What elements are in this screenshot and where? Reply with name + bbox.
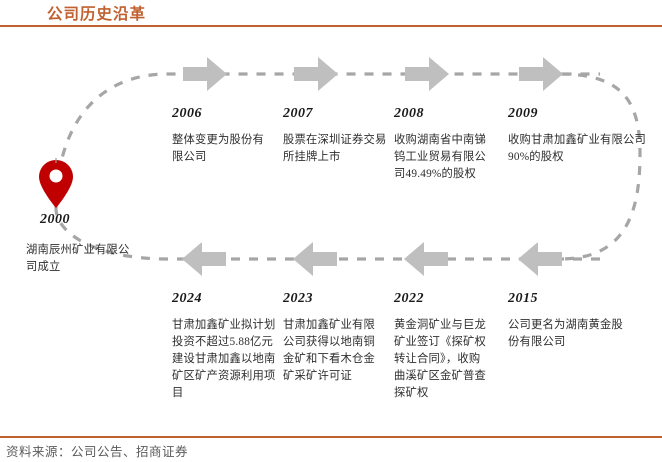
milestone-2007: 2007 股票在深圳证券交易所挂牌上市 <box>283 106 403 166</box>
milestone-year: 2022 <box>394 291 424 306</box>
milestone-2023: 2023 甘肃加鑫矿业有限公司获得以地南铜金矿和下看木仓金矿采矿许可证 <box>283 291 403 385</box>
arrow-right-icon <box>183 56 227 92</box>
milestone-year: 2009 <box>508 106 538 121</box>
arrow-right-icon <box>294 56 338 92</box>
milestone-2009: 2009 收购甘肃加鑫矿业有限公司90%的股权 <box>508 106 658 166</box>
arrow-right-icon <box>519 56 563 92</box>
milestone-description: 湖南辰州矿业有限公司成立 <box>26 244 130 273</box>
page-title: 公司历史沿革 <box>47 6 147 23</box>
milestone-year: 2015 <box>508 291 538 306</box>
map-pin-icon <box>36 158 76 210</box>
arrow-right-icon <box>405 56 449 92</box>
source-note: 资料来源：公司公告、招商证券 <box>6 445 189 459</box>
milestone-description: 收购甘肃加鑫矿业有限公司90%的股权 <box>508 134 646 163</box>
milestone-year: 2023 <box>283 291 313 306</box>
milestone-year: 2008 <box>394 106 424 121</box>
header: 公司历史沿革 <box>0 0 662 34</box>
milestone-description: 收购湖南省中南锑钨工业贸易有限公司49.49%的股权 <box>394 134 486 180</box>
milestone-description: 甘肃加鑫矿业拟计划投资不超过5.88亿元建设甘肃加鑫以地南矿区矿产资源利用项目 <box>172 319 276 399</box>
milestone-2024: 2024 甘肃加鑫矿业拟计划投资不超过5.88亿元建设甘肃加鑫以地南矿区矿产资源… <box>172 291 292 402</box>
milestone-description: 整体变更为股份有限公司 <box>172 134 264 163</box>
milestone-year: 2000 <box>40 212 70 227</box>
milestone-description: 黄金洞矿业与巨龙矿业签订《探矿权转让合同》，收购曲溪矿区金矿普查探矿权 <box>394 319 486 399</box>
milestone-year: 2024 <box>172 291 202 306</box>
arrow-left-icon <box>293 241 337 277</box>
milestone-2015: 2015 公司更名为湖南黄金股份有限公司 <box>508 291 648 351</box>
timeline-path-right-curve <box>559 72 642 261</box>
milestone-description: 公司更名为湖南黄金股份有限公司 <box>508 319 623 348</box>
arrow-left-icon <box>518 241 562 277</box>
milestone-2000: 2000 湖南辰州矿业有限公司成立 <box>24 212 154 276</box>
milestone-description: 股票在深圳证券交易所挂牌上市 <box>283 134 387 163</box>
milestone-2006: 2006 整体变更为股份有限公司 <box>172 106 284 166</box>
footer-divider <box>0 436 662 438</box>
arrow-left-icon <box>404 241 448 277</box>
title-divider <box>0 25 662 27</box>
arrow-left-icon <box>182 241 226 277</box>
milestone-2022: 2022 黄金洞矿业与巨龙矿业签订《探矿权转让合同》，收购曲溪矿区金矿普查探矿权 <box>394 291 514 402</box>
milestone-description: 甘肃加鑫矿业有限公司获得以地南铜金矿和下看木仓金矿采矿许可证 <box>283 319 375 382</box>
milestone-2008: 2008 收购湖南省中南锑钨工业贸易有限公司49.49%的股权 <box>394 106 514 183</box>
milestone-year: 2006 <box>172 106 202 121</box>
milestone-year: 2007 <box>283 106 313 121</box>
